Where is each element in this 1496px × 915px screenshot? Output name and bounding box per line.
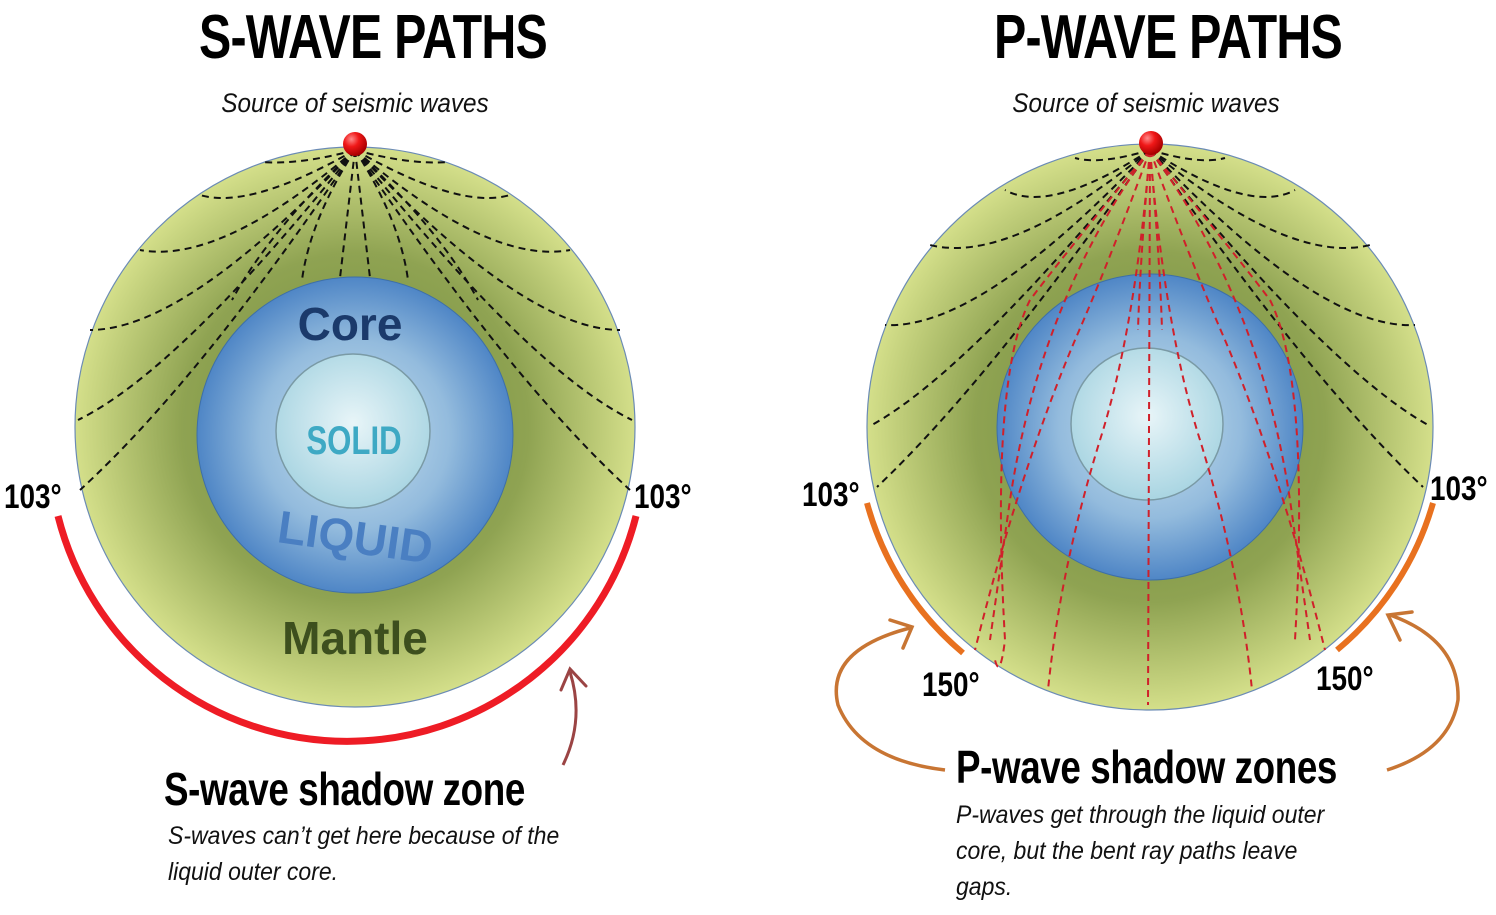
p-wave-inner-core	[1070, 347, 1224, 501]
p-wave-shadow-arc-left	[864, 502, 965, 656]
s-wave-arrowhead	[559, 666, 588, 692]
s-wave-rays	[77, 149, 633, 491]
p-wave-title: P-WAVE PATHS	[994, 3, 1343, 72]
p-wave-angle-left-103: 103°	[802, 476, 860, 514]
p-wave-arrow-left	[834, 626, 946, 772]
s-wave-earth	[54, 132, 640, 766]
s-wave-arrow	[561, 671, 578, 766]
s-wave-shadow-zone-title: S-wave shadow zone	[164, 763, 525, 815]
p-wave-shadow-zone-title: P-wave shadow zones	[956, 741, 1337, 793]
p-wave-core-rays	[974, 149, 1326, 706]
s-wave-core-label: Core	[298, 298, 403, 350]
p-wave-arrowhead-left	[888, 618, 915, 650]
p-wave-shadow-arc-right	[1335, 502, 1436, 653]
s-wave-inner-core	[275, 353, 431, 509]
p-wave-arrow-right	[1386, 613, 1460, 772]
p-wave-shadow-zone-desc: P-waves get through the liquid outer cor…	[956, 801, 1325, 901]
p-wave-angle-right-150: 150°	[1316, 660, 1374, 698]
s-wave-solid-label: SOLID	[306, 418, 401, 463]
s-wave-angle-right: 103°	[634, 478, 692, 516]
s-wave-title: S-WAVE PATHS	[199, 3, 548, 72]
p-wave-earth	[834, 131, 1460, 772]
s-wave-source-label: Source of seismic waves	[221, 88, 489, 118]
s-wave-shadow-zone-desc: S-waves can’t get here because of the li…	[168, 822, 560, 886]
p-wave-arrowhead-right	[1385, 610, 1414, 642]
s-wave-mantle-label: Mantle	[282, 612, 428, 664]
p-wave-angle-left-150: 150°	[922, 666, 980, 704]
p-wave-source-dot	[1139, 131, 1163, 155]
p-wave-source-label: Source of seismic waves	[1012, 88, 1280, 118]
s-wave-source-dot	[343, 132, 367, 156]
s-wave-shadow-arc	[54, 515, 640, 745]
p-wave-angle-right-103: 103°	[1430, 470, 1488, 508]
s-wave-angle-left: 103°	[4, 478, 62, 516]
